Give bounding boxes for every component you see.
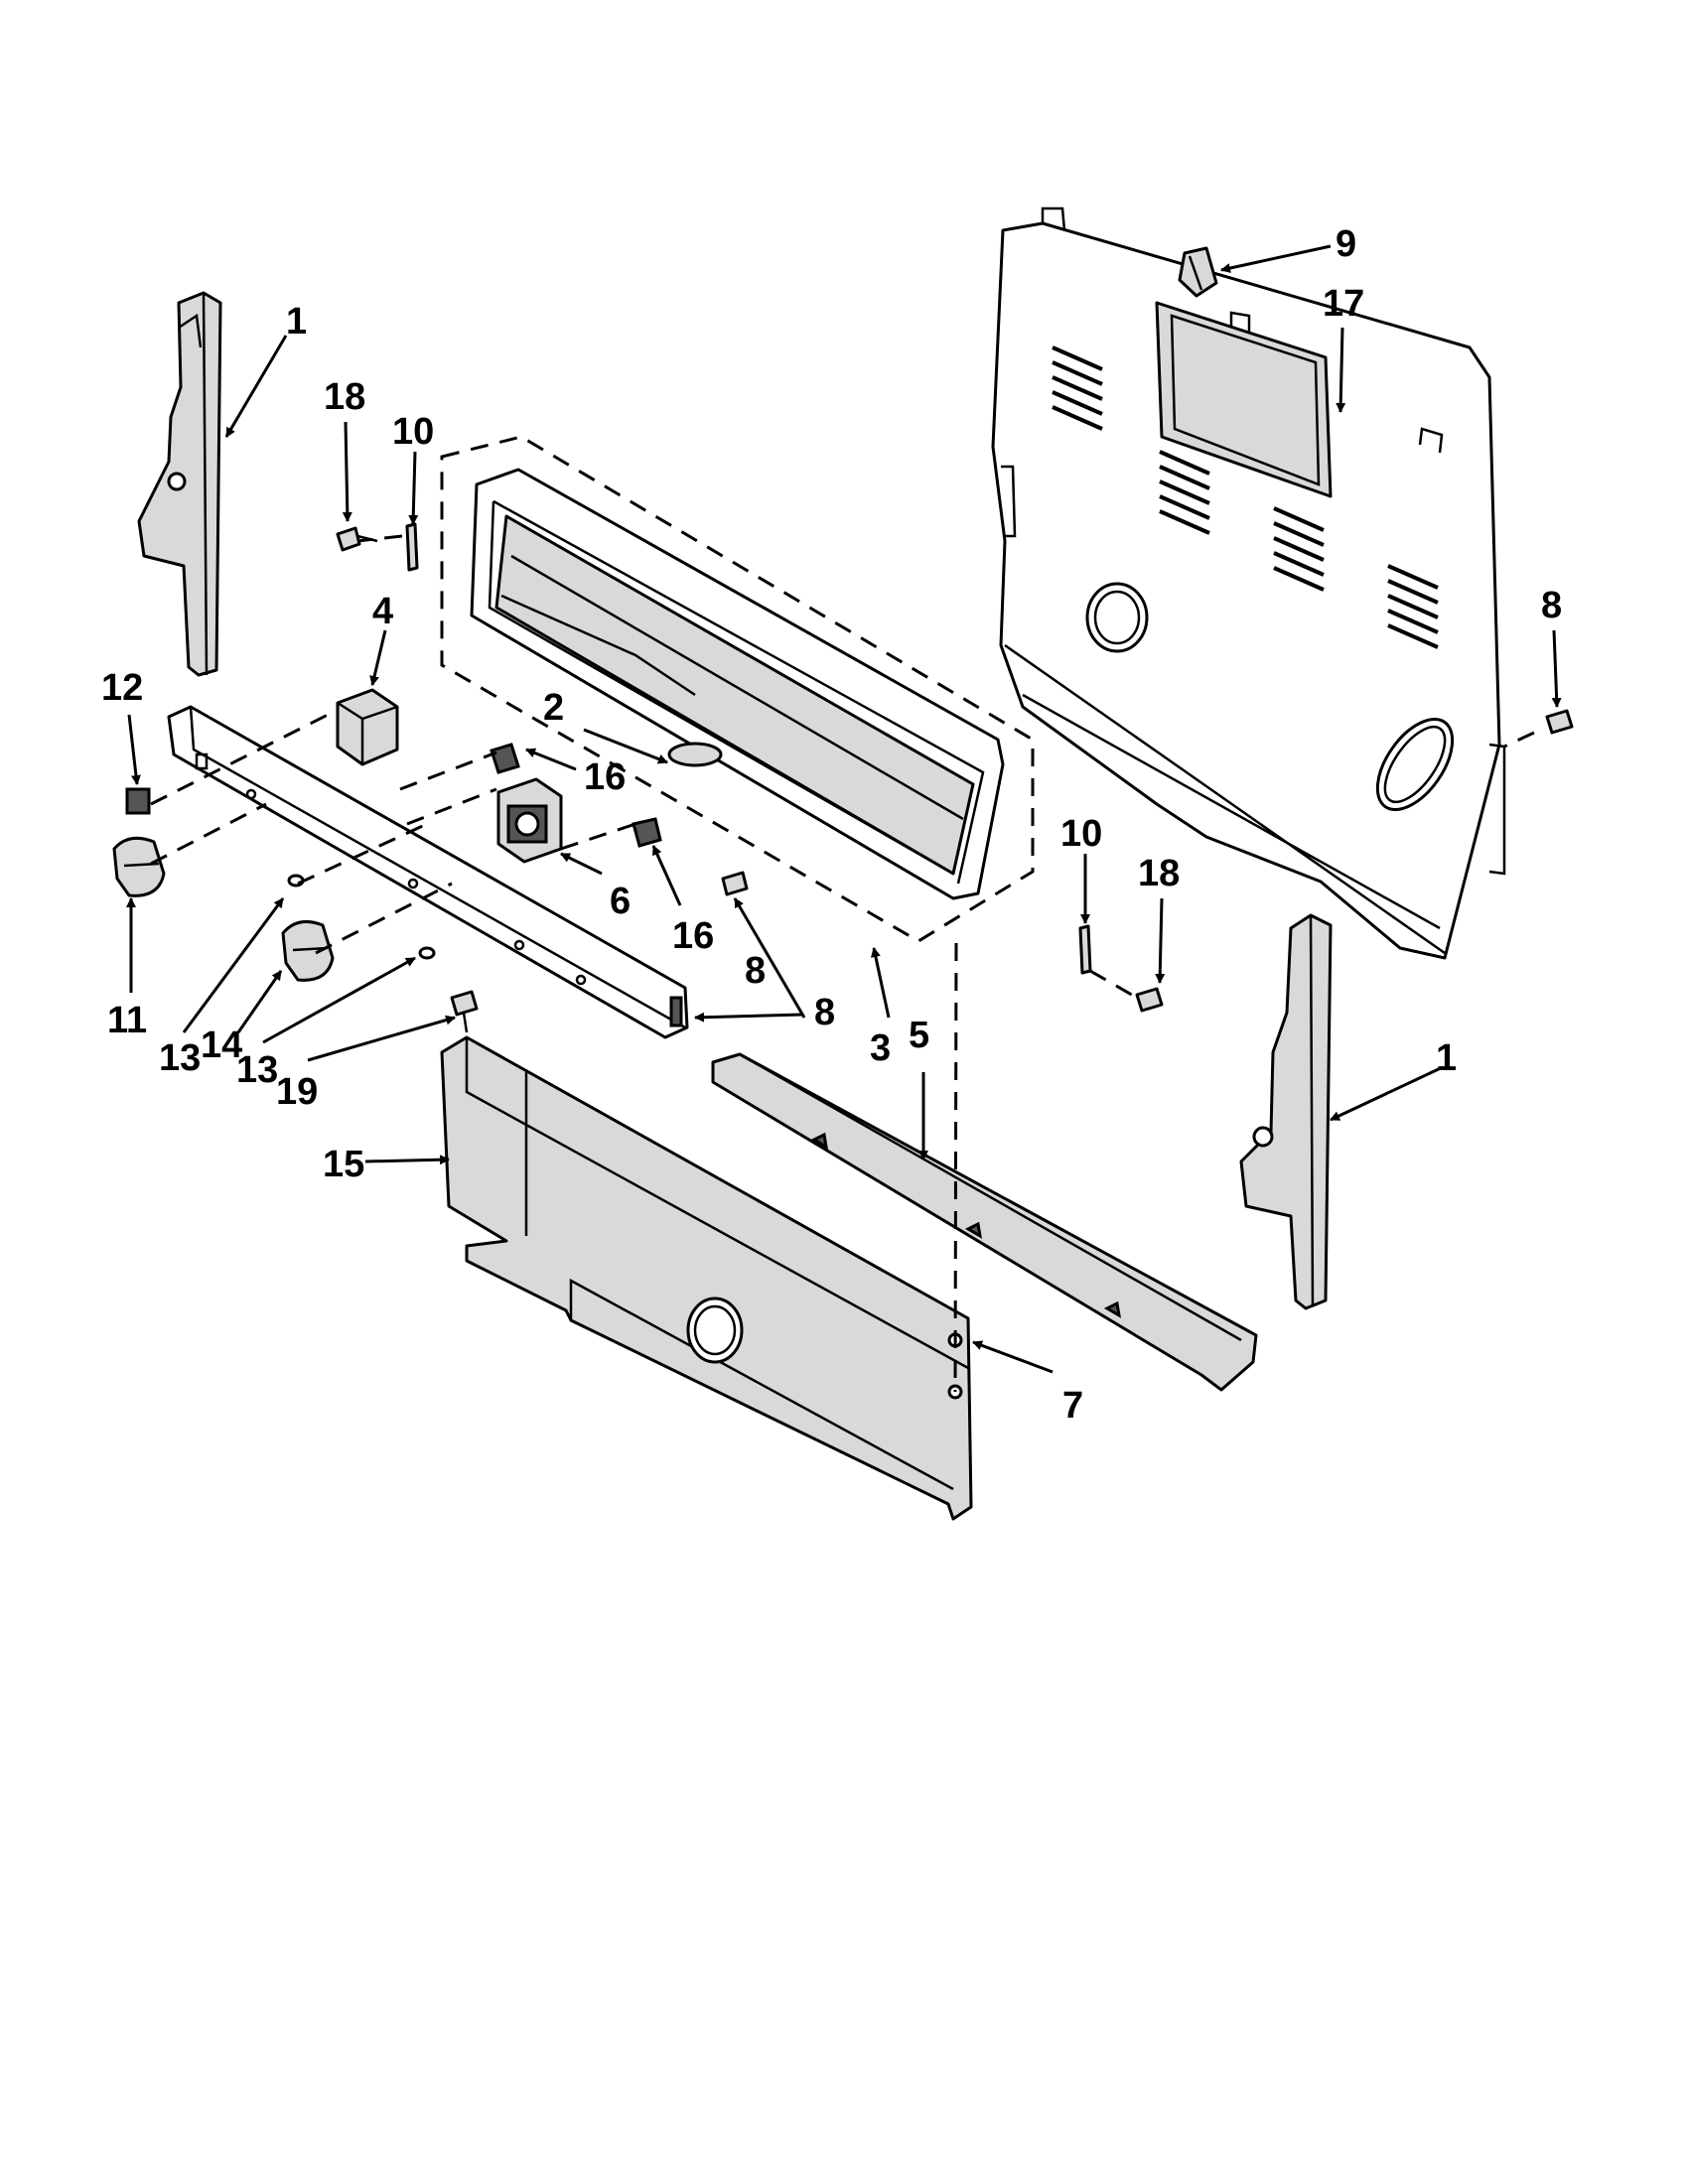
part-14-knob [281,919,335,982]
callout-13-b: 13 [236,1049,278,1091]
part-4-control-module [336,688,399,766]
callout-13-a: 13 [159,1037,201,1079]
callout-8-center: 8 [745,950,766,992]
callout-5: 5 [909,1015,929,1056]
callout-16-a: 16 [584,756,626,798]
assembly-lines [150,534,1535,1393]
callout-18-right: 18 [1138,853,1180,894]
part-8-screw-center [721,871,749,896]
part-16-relay-b [632,817,662,848]
part-13-pin-b [418,946,436,960]
callout-19: 19 [276,1071,318,1113]
callout-12: 12 [101,667,143,709]
part-2-badge [667,742,723,767]
callout-labels: 1 1 2 3 4 5 6 7 8 8 8 9 10 10 11 12 13 1… [101,223,1562,1427]
part-10-bracket-b [1078,924,1092,975]
callout-10-left: 10 [392,411,434,453]
callout-9: 9 [1336,223,1356,265]
callout-4: 4 [372,591,393,632]
callout-7: 7 [1062,1385,1083,1427]
part-9-clip [1178,246,1218,298]
callout-11: 11 [107,1000,147,1041]
part-6-oven-control [496,777,563,864]
part-15-lower-bracket [440,1035,973,1521]
leader-lines [126,244,1562,1374]
louver-group-2 [1159,450,1210,535]
part-3-control-panel [470,468,1005,900]
louver-group-4 [1387,564,1439,649]
part-19-screw [450,990,479,1033]
callout-14: 14 [201,1024,242,1066]
callout-8-right: 8 [1541,585,1562,626]
callout-18-left: 18 [324,376,365,418]
part-17-rear-panel [991,206,1506,960]
part-16-relay-a [490,743,520,774]
callout-8-panel: 8 [814,992,835,1033]
part-1-left-endcap [137,291,222,677]
callout-15: 15 [323,1144,364,1185]
part-8-console-panel [167,705,689,1039]
part-13-pin-a [287,874,305,887]
callout-3: 3 [870,1027,891,1069]
part-11-knob [112,836,166,897]
part-12-switch [125,787,151,815]
part-3-console-outline [440,435,1035,943]
part-5-trim-strip [711,1052,1258,1392]
part-8-screw-right [1545,709,1574,735]
callout-16-b: 16 [672,915,714,957]
callout-6: 6 [610,881,631,922]
callout-10-right: 10 [1060,813,1102,855]
louver-group-3 [1273,506,1325,592]
callout-2: 2 [543,687,564,729]
louver-group-1 [1052,345,1103,431]
callout-1-right: 1 [1436,1037,1457,1079]
part-1-right-endcap [1239,913,1333,1310]
callout-17: 17 [1323,283,1364,325]
part-10-bracket-a [405,522,419,572]
callout-1-left: 1 [286,301,307,342]
part-18-screw-b [1135,987,1164,1013]
